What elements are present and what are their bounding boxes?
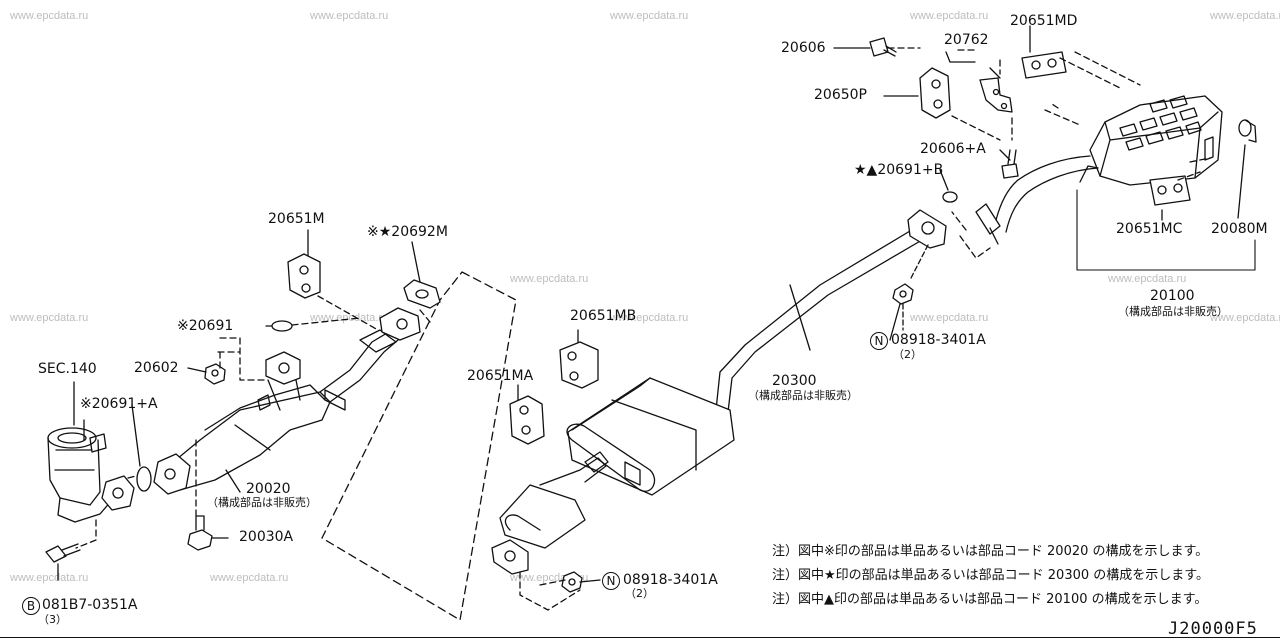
note-line-2: 注）図中★印の部品は単品あるいは部品コード 20300 の構成を示します。 [772,568,1209,583]
manifold-catalyst-sec140 [47,427,135,523]
watermark: www.epcdata.ru [610,10,689,22]
part-label-20020: 20020 [246,481,291,497]
watermark: www.epcdata.ru [10,312,89,324]
watermark: www.epcdata.ru [10,572,89,584]
part-note-20020: （構成部品は非販売） [207,496,317,509]
hanger-20651MC [1149,175,1191,206]
circle-N-lower: N [602,572,620,590]
gasket-20691A [136,466,152,492]
hanger-20651MB [559,341,599,389]
gasket-20692M [403,279,441,309]
bolt-20606A [1001,149,1019,179]
circle-N-upper: N [870,332,888,350]
diagram-code: J20000F5 [1168,619,1258,639]
watermark: www.epcdata.ru [910,312,989,324]
watermark: www.epcdata.ru [510,273,589,285]
watermark: www.epcdata.ru [1108,273,1187,285]
part-label-20300: 20300 [772,373,817,389]
part-label-20100: 20100 [1150,288,1195,304]
bolt-20030A [187,515,213,551]
part-label-081B7: 081B7-0351A [42,597,138,613]
circle-B: B [22,597,40,615]
note-line-1: 注）図中※印の部品は単品あるいは部品コード 20020 の構成を示します。 [772,544,1209,559]
part-label-20691A: ※20691+A [80,396,158,412]
part-label-20691: ※20691 [177,318,234,334]
qty-08918-upper: （2） [893,348,922,361]
part-label-20651MA: 20651MA [467,368,534,384]
part-label-20651MB: 20651MB [570,308,637,324]
part-label-20651M: 20651M [268,211,325,227]
nut-08918-upper [892,283,914,305]
watermark: www.epcdata.ru [1210,10,1280,22]
part-label-20030A: 20030A [239,529,294,545]
part-label-20762: 20762 [944,32,989,48]
center-pipe [715,209,947,413]
center-muffler [566,377,735,496]
bolt-20606 [869,37,897,57]
watermark: www.epcdata.ru [310,10,389,22]
bracket-20762 [979,77,1013,113]
qty-08918-lower: （2） [625,587,654,600]
part-label-sec140: SEC.140 [38,361,97,377]
front-tube-20020 [153,307,421,495]
nut-08918-lower [561,571,583,593]
part-label-20651MC: 20651MC [1116,221,1183,237]
part-label-20651MD: 20651MD [1010,13,1078,29]
watermark: www.epcdata.ru [10,10,89,22]
rear-pipe [975,155,1099,245]
watermark: www.epcdata.ru [210,572,289,584]
bottom-rule [0,637,1280,638]
watermark: www.epcdata.ru [1210,312,1280,324]
part-label-20606A: 20606+A [920,141,986,157]
qty-081B7: （3） [38,613,67,626]
part-note-20300: （構成部品は非販売） [748,389,858,402]
part-label-08918-upper: 08918-3401A [891,332,986,348]
hanger-20651MA [509,395,545,445]
part-label-20080M: 20080M [1211,221,1268,237]
bolt-081B7 [45,543,81,563]
hanger-20650P [919,67,951,119]
gasket-20691 [271,320,293,332]
gasket-20691B [942,191,958,203]
part-label-20606: 20606 [781,40,826,56]
part-note-20100: （構成部品は非販売） [1118,305,1228,318]
watermark: www.epcdata.ru [310,312,389,324]
part-label-20691B: ★▲20691+B [854,162,944,178]
front-pipe-sub-muffler [491,451,609,575]
nut-20602 [204,363,226,385]
note-line-3: 注）図中▲印の部品は単品あるいは部品コード 20100 の構成を示します。 [772,592,1208,607]
part-label-20602: 20602 [134,360,179,376]
rear-muffler [1089,95,1223,186]
watermark: www.epcdata.ru [610,312,689,324]
watermark: www.epcdata.ru [910,10,989,22]
part-label-08918-lower: 08918-3401A [623,572,718,588]
hanger-20651MD [1021,51,1067,79]
hanger-20651M [287,253,321,299]
rear-tailpipe-finisher [1238,119,1257,143]
part-label-20692M: ※★20692M [367,224,448,240]
part-label-20650P: 20650P [814,87,867,103]
